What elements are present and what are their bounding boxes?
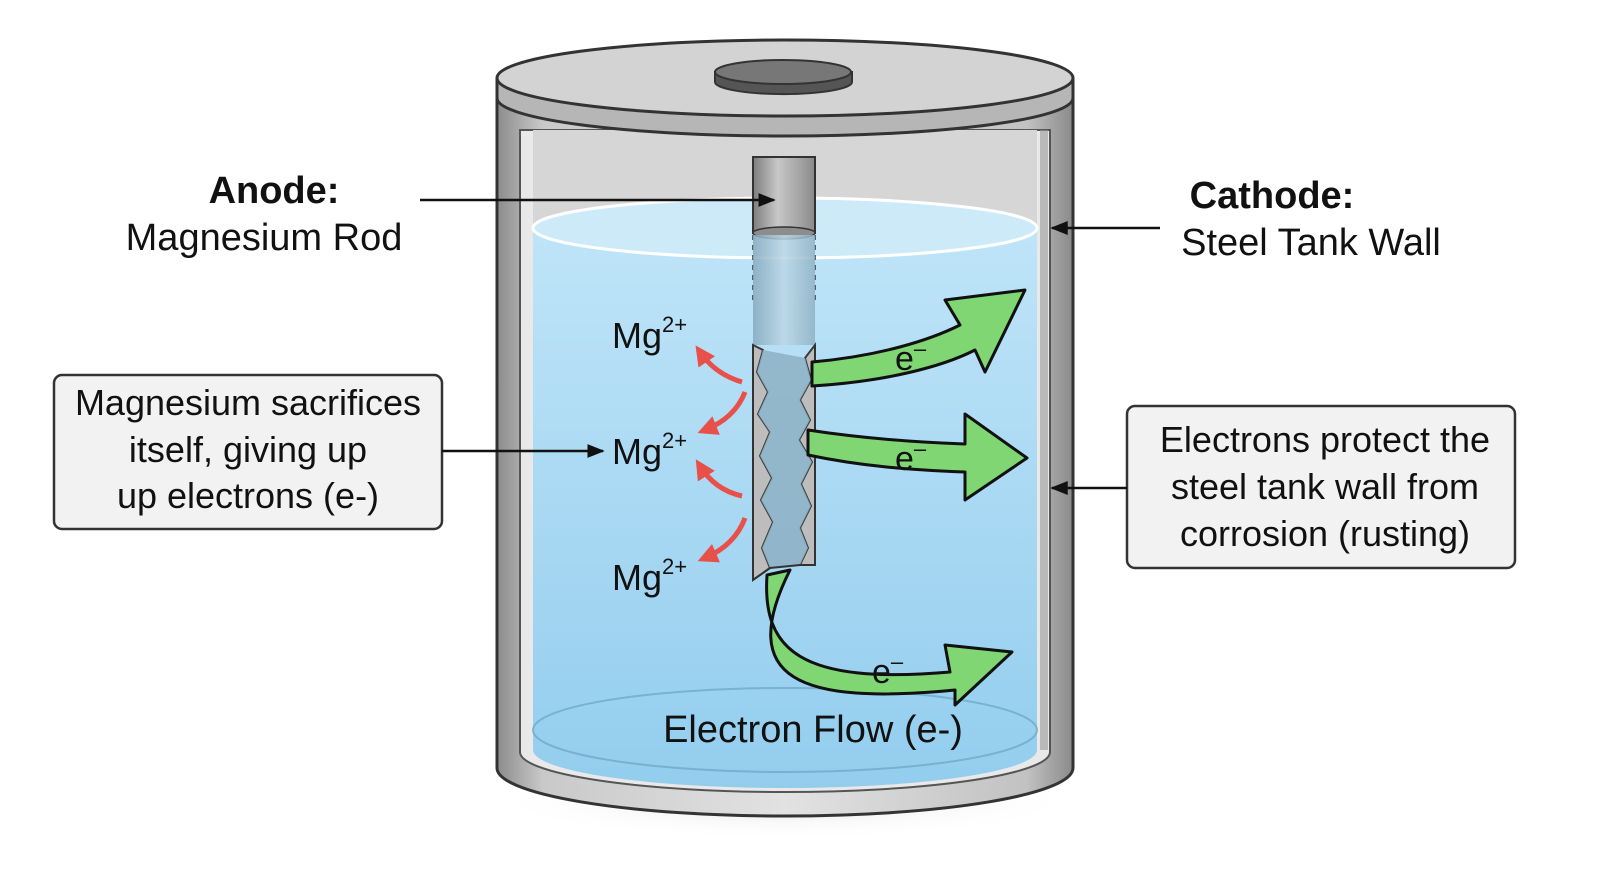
ion-arrow-3 (695, 459, 743, 499)
lid-cap (714, 59, 852, 85)
tank-wall-highlight (1040, 130, 1048, 750)
tank-lid (495, 38, 1075, 138)
anode-subtitle: Magnesium Rod (126, 217, 403, 259)
electron-label-3: e– (872, 649, 904, 691)
left-callout-line1: Magnesium sacrifices (75, 382, 421, 423)
ion-arrow-1 (695, 345, 743, 385)
tank-bottom-ellipse (532, 687, 1038, 773)
mg-ion-label-2: Mg2+ (612, 428, 687, 472)
right-callout-line1: Electrons protect the (1160, 419, 1490, 460)
rod-outline (752, 345, 816, 582)
anode-title: Anode: (209, 170, 340, 212)
ion-arrows (695, 345, 748, 563)
magnesium-rod (752, 156, 816, 582)
electron-label-1: e– (895, 336, 927, 378)
cathode-subtitle: Steel Tank Wall (1181, 222, 1441, 264)
electron-label-2: e– (895, 436, 927, 478)
mg-ion-label-3: Mg2+ (612, 554, 687, 598)
electron-flow-label: Electron Flow (e-) (663, 709, 963, 751)
left-callout-line2: itself, giving up (129, 429, 367, 470)
ion-arrow-4 (697, 517, 748, 563)
electron-arrow-2 (806, 412, 1029, 502)
right-callout-line2: steel tank wall from (1171, 466, 1479, 507)
rod-core (757, 350, 812, 568)
mg-ion-label-1: Mg2+ (612, 312, 687, 356)
right-callout: Electrons protect the steel tank wall fr… (1125, 404, 1517, 570)
right-callout-line3: corrosion (rusting) (1180, 513, 1470, 554)
left-callout-line3: up electrons (e-) (117, 475, 379, 516)
rod-submerged (753, 235, 815, 345)
electron-arrow-3 (765, 568, 1014, 707)
electron-arrow-1 (810, 288, 1027, 388)
rod-upper (752, 156, 816, 234)
electron-arrows (765, 288, 1029, 707)
left-callout: Magnesium sacrifices itself, giving up u… (52, 373, 444, 531)
cathode-title: Cathode: (1190, 175, 1355, 217)
ion-arrow-2 (697, 391, 748, 435)
